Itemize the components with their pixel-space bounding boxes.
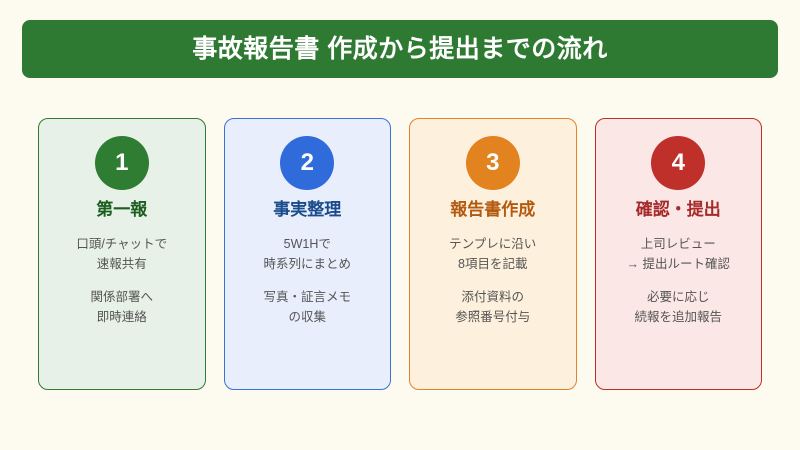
step-card-3[interactable]: 3 報告書作成 テンプレに沿い 8項目を記載 添付資料の 参照番号付与 bbox=[409, 118, 577, 390]
step-number-badge-1: 1 bbox=[94, 136, 149, 190]
step-body-line: 写真・証言メモ bbox=[263, 290, 351, 305]
step-body-line: 添付資料の bbox=[461, 290, 524, 305]
step-body-block: テンプレに沿い 8項目を記載 bbox=[410, 234, 576, 275]
step-body-line: 時系列にまとめ bbox=[263, 256, 351, 271]
header-banner: 事故報告書 作成から提出までの流れ bbox=[22, 20, 778, 78]
step-body-line: → 提出ルート確認 bbox=[626, 256, 730, 271]
step-card-4[interactable]: 4 確認・提出 上司レビュー → 提出ルート確認 必要に応じ 続報を追加報告 bbox=[594, 118, 762, 390]
step-body-line: 関係部署へ bbox=[90, 290, 153, 305]
step-number-badge-3: 3 bbox=[465, 136, 520, 190]
step-body-line: 続報を追加報告 bbox=[634, 310, 722, 325]
step-body-block: 写真・証言メモ の収集 bbox=[225, 287, 391, 328]
step-body-line: 即時連絡 bbox=[96, 310, 147, 325]
step-body-block: 添付資料の 参照番号付与 bbox=[410, 287, 576, 328]
step-body-line: 上司レビュー bbox=[640, 236, 716, 251]
step-body-line: 参照番号付与 bbox=[455, 310, 531, 325]
step-title-1: 第一報 bbox=[96, 200, 148, 219]
page-title: 事故報告書 作成から提出までの流れ bbox=[192, 34, 608, 63]
step-card-1[interactable]: 1 第一報 口頭/チャットで 速報共有 関係部署へ 即時連絡 bbox=[38, 118, 206, 390]
step-body-1: 口頭/チャットで 速報共有 関係部署へ 即時連絡 bbox=[39, 234, 205, 328]
step-body-line: 必要に応じ bbox=[646, 290, 710, 305]
step-body-line: 8項目を記載 bbox=[458, 256, 528, 271]
step-number-badge-4: 4 bbox=[651, 136, 706, 190]
step-number-badge-2: 2 bbox=[280, 136, 335, 190]
step-body-line: 5W1Hで bbox=[283, 236, 331, 251]
step-title-4: 確認・提出 bbox=[635, 200, 721, 219]
step-card-list: 1 第一報 口頭/チャットで 速報共有 関係部署へ 即時連絡 2 事実整理 5W… bbox=[38, 118, 762, 390]
step-body-line: 口頭/チャットで bbox=[76, 236, 168, 251]
step-body-line: テンプレに沿い bbox=[449, 236, 537, 251]
step-body-block: 必要に応じ 続報を追加報告 bbox=[596, 287, 762, 328]
step-body-4: 上司レビュー → 提出ルート確認 必要に応じ 続報を追加報告 bbox=[596, 234, 762, 328]
step-body-3: テンプレに沿い 8項目を記載 添付資料の 参照番号付与 bbox=[410, 234, 576, 328]
step-body-block: 関係部署へ 即時連絡 bbox=[39, 287, 205, 328]
step-body-block: 口頭/チャットで 速報共有 bbox=[39, 234, 205, 275]
step-body-block: 5W1Hで 時系列にまとめ bbox=[225, 234, 391, 275]
step-body-line: の収集 bbox=[288, 310, 326, 325]
step-body-block: 上司レビュー → 提出ルート確認 bbox=[596, 234, 762, 275]
step-body-2: 5W1Hで 時系列にまとめ 写真・証言メモ の収集 bbox=[225, 234, 391, 328]
step-title-3: 報告書作成 bbox=[450, 200, 536, 219]
step-card-2[interactable]: 2 事実整理 5W1Hで 時系列にまとめ 写真・証言メモ の収集 bbox=[223, 118, 391, 390]
step-body-line: 速報共有 bbox=[96, 256, 147, 271]
step-title-2: 事実整理 bbox=[273, 200, 342, 219]
